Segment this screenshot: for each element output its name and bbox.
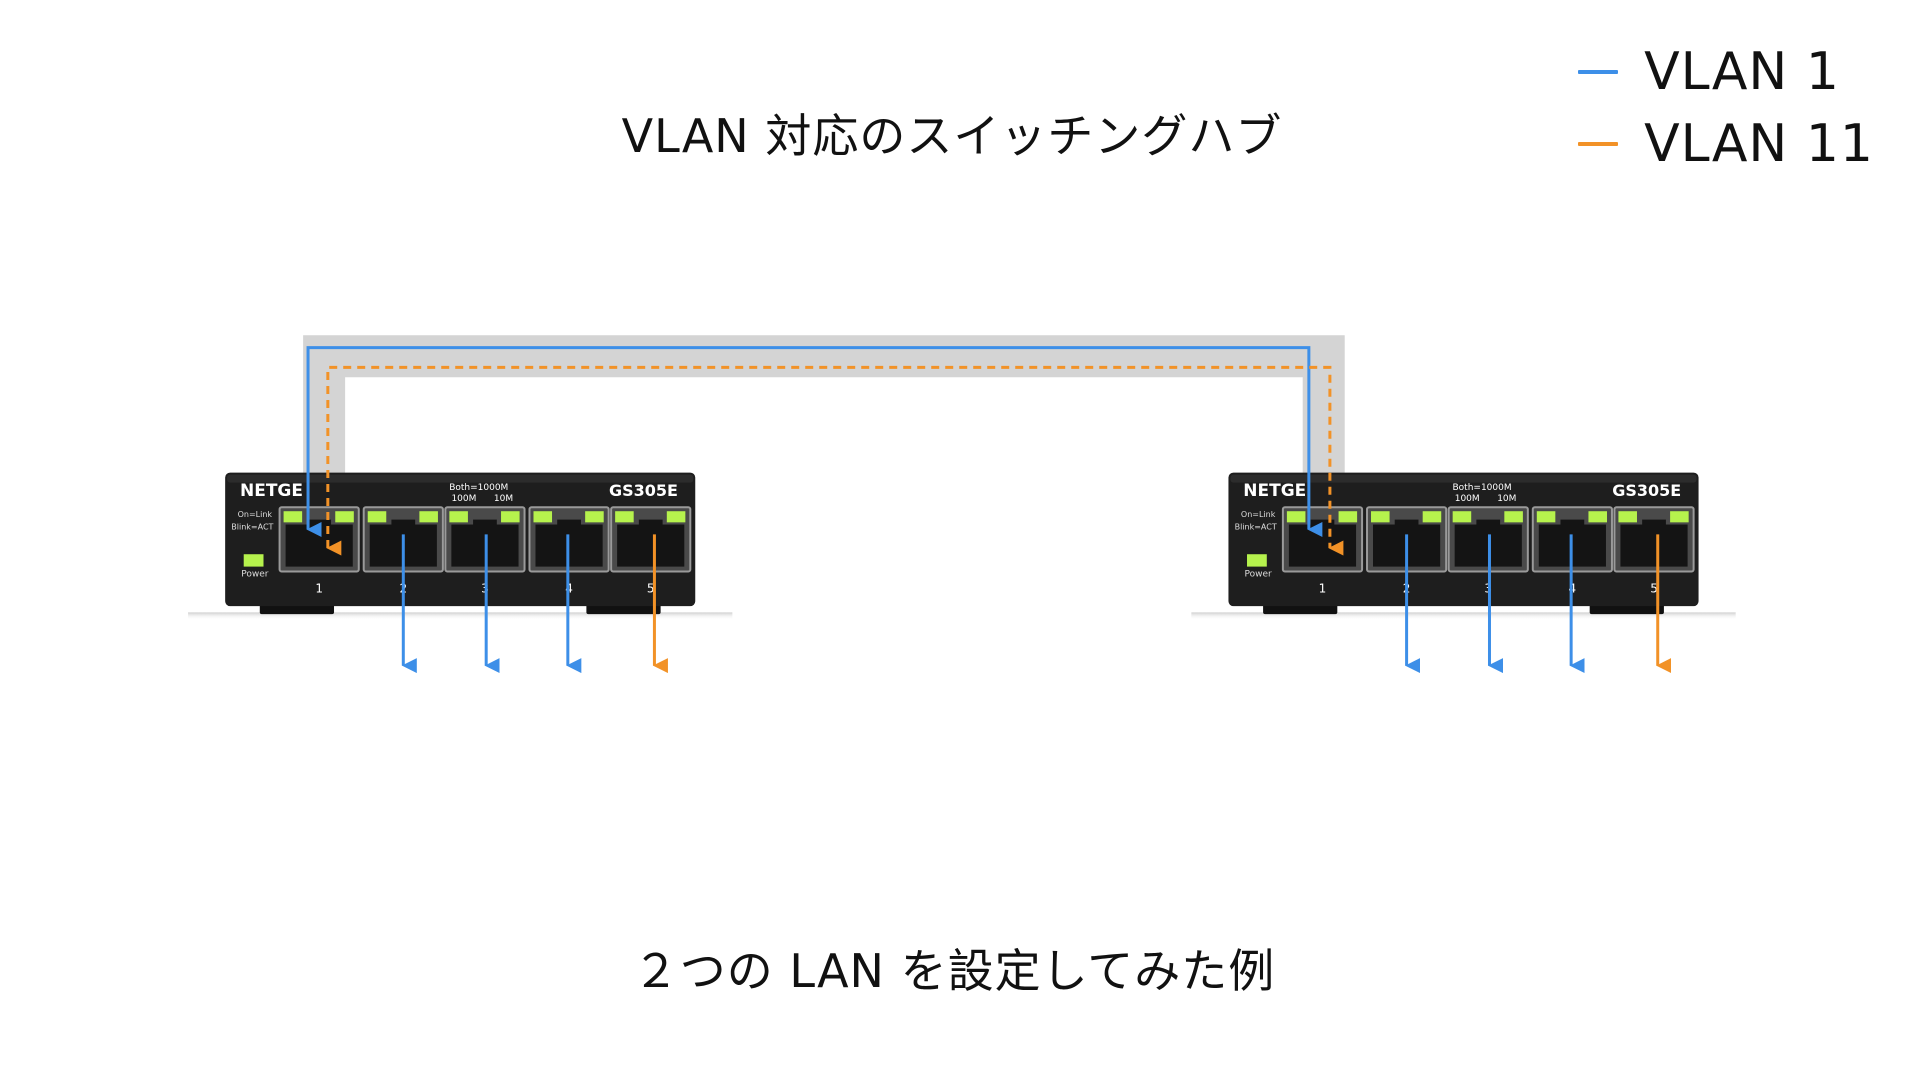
switch-foot — [586, 604, 661, 615]
port-4-led-right — [1588, 511, 1608, 523]
port-1-tab — [1310, 519, 1335, 530]
diagram-caption: ２つの LAN を設定してみた例 — [632, 944, 1276, 998]
port-2-led-right — [419, 511, 438, 523]
port-1-led-left — [283, 511, 303, 523]
port-2-led-left — [1371, 511, 1390, 523]
legend-swatch-vlan11 — [1578, 142, 1619, 146]
port-1-number: 1 — [1319, 582, 1327, 596]
port-1-led-right — [1338, 511, 1358, 523]
port-5-number: 5 — [1650, 582, 1658, 596]
port-5-number: 5 — [647, 582, 655, 596]
port-2-tab — [391, 519, 416, 530]
port-4-tab — [557, 519, 581, 530]
port-5-tab — [1642, 519, 1666, 530]
trunk-vlan11-line — [326, 365, 1344, 556]
status-link-label: On=Link — [238, 510, 273, 519]
uplink-cable — [303, 335, 1345, 551]
port-5-led-left — [615, 511, 634, 523]
legend-item-vlan11: VLAN 11 — [1578, 108, 1874, 180]
speed-100-label: 100M — [451, 494, 476, 504]
port-5-socket — [617, 524, 685, 567]
port-5-tab — [638, 519, 663, 530]
port-4-tab — [1560, 519, 1585, 530]
power-led — [243, 554, 264, 567]
switch-top-edge — [1230, 474, 1697, 483]
port-1-socket — [1288, 524, 1357, 567]
port-2-led-right — [1422, 511, 1442, 523]
trunk-vlan1-line — [306, 346, 1323, 537]
port-3-led-right — [1504, 511, 1523, 523]
model-label: GS305E — [609, 481, 678, 500]
port-2-tab — [1394, 519, 1419, 530]
port-3-tab — [473, 519, 497, 530]
port-5-led-right — [1670, 511, 1689, 523]
port-3-led-left — [449, 511, 468, 523]
port-1-socket — [285, 524, 353, 567]
vlan-lines-layer — [306, 346, 1672, 674]
legend: VLAN 1 VLAN 11 — [1578, 36, 1874, 180]
switch-shadow — [188, 612, 733, 620]
uplink-cable-layer — [303, 335, 1345, 551]
legend-label-vlan11: VLAN 11 — [1644, 114, 1874, 174]
speed-10-label: 10M — [494, 494, 513, 504]
port-4-led-right — [585, 511, 604, 523]
port-1-led-left — [1286, 511, 1306, 523]
brand-label: NETGE — [240, 481, 303, 501]
status-link-label: On=Link — [1241, 510, 1276, 519]
port-1-led-right — [335, 511, 354, 523]
power-led — [1247, 554, 1267, 567]
port-5-led-right — [666, 511, 686, 523]
port-5-socket — [1620, 524, 1688, 567]
port-3-led-left — [1452, 511, 1472, 523]
port-3-tab — [1476, 519, 1501, 530]
speed-label: Both=1000M — [449, 483, 508, 493]
status-act-label: Blink=ACT — [1235, 522, 1277, 531]
port-5-led-left — [1618, 511, 1637, 523]
port-3-led-right — [501, 511, 520, 523]
switch-shadow — [1191, 612, 1736, 620]
port-4-led-left — [533, 511, 553, 523]
legend-label-vlan1: VLAN 1 — [1644, 42, 1840, 102]
port-4-led-left — [1536, 511, 1556, 523]
power-label: Power — [1245, 569, 1273, 579]
legend-item-vlan1: VLAN 1 — [1578, 36, 1874, 108]
port-1-number: 1 — [315, 582, 323, 596]
diagram-title: VLAN 対応のスイッチングハブ — [621, 109, 1283, 163]
model-label: GS305E — [1612, 481, 1681, 500]
power-label: Power — [241, 569, 269, 579]
switch-top-edge — [227, 474, 694, 483]
speed-label: Both=1000M — [1452, 483, 1511, 493]
speed-100-label: 100M — [1455, 494, 1480, 504]
switch-foot — [1589, 604, 1664, 615]
legend-swatch-vlan1 — [1578, 70, 1619, 74]
speed-10-label: 10M — [1497, 494, 1516, 504]
port-2-led-left — [367, 511, 387, 523]
switch-foot — [1263, 604, 1338, 615]
brand-label: NETGE — [1243, 481, 1306, 501]
switch-foot — [259, 604, 335, 615]
status-act-label: Blink=ACT — [231, 522, 273, 531]
